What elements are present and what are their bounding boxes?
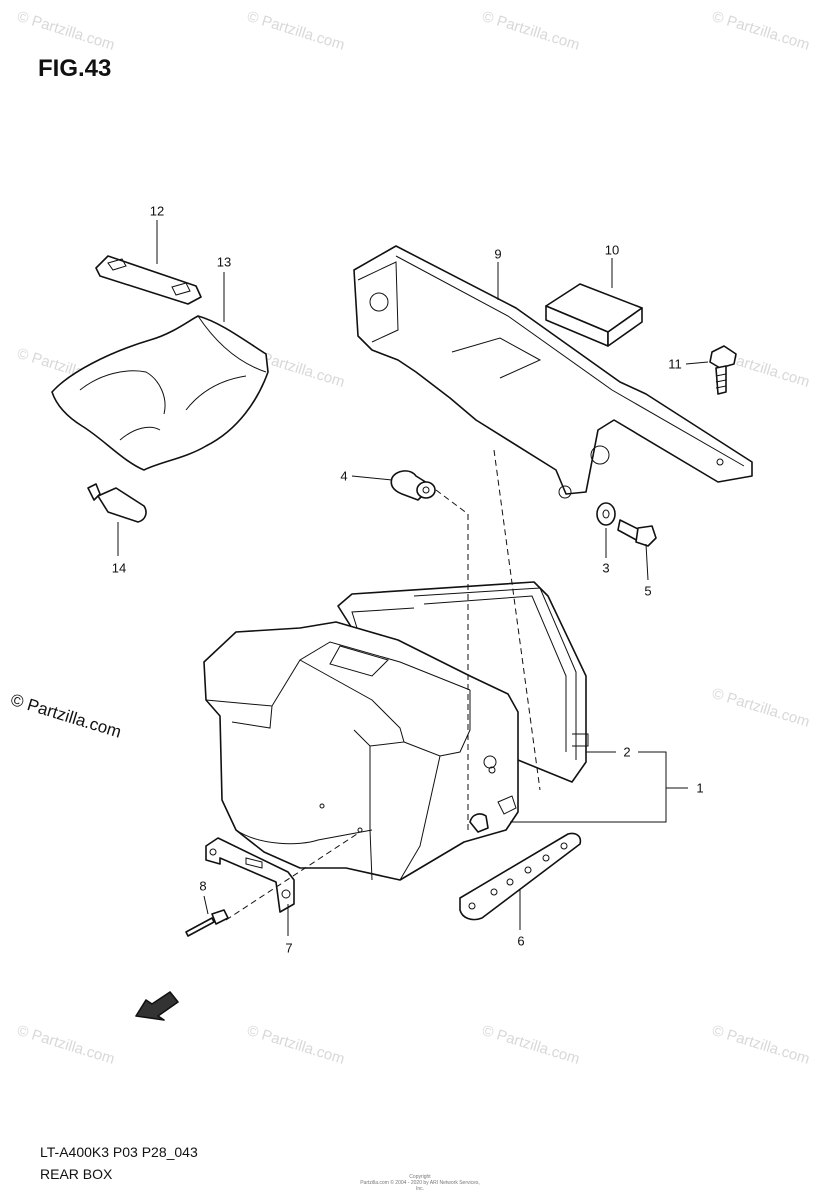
- callout-7: 7: [285, 940, 293, 956]
- callout-5: 5: [644, 583, 652, 599]
- part-13-cover: [51, 315, 269, 471]
- callout-11: 11: [668, 356, 682, 372]
- part-5-bolt: [617, 519, 657, 547]
- part-10-pad: [545, 283, 643, 347]
- diagram-caption: REAR BOX: [40, 1166, 113, 1182]
- callout-2: 2: [623, 744, 631, 760]
- part-8-pin: [185, 909, 229, 937]
- part-11-bolt: [709, 345, 737, 395]
- part-12-strap: [95, 255, 202, 305]
- callout-4: 4: [340, 468, 348, 484]
- callout-8: 8: [199, 878, 207, 894]
- part-4-bushing: [390, 470, 436, 501]
- figure-title: FIG.43: [38, 55, 112, 82]
- callout-9: 9: [494, 246, 502, 262]
- callout-10: 10: [604, 242, 620, 258]
- part-7-bracket: [205, 837, 295, 913]
- part-6-strap: [459, 832, 582, 921]
- part-14-plug: [87, 483, 147, 523]
- callout-1: 1: [696, 780, 704, 796]
- callout-14: 14: [111, 560, 127, 576]
- callout-6: 6: [517, 933, 525, 949]
- callout-3: 3: [602, 560, 610, 576]
- part-9-bracket: [353, 245, 753, 499]
- copyright-line-1: Copyright: [409, 1174, 431, 1180]
- callout-12: 12: [149, 203, 165, 219]
- copyright-notice: Copyright Partzilla.com © 2004 - 2020 by…: [360, 1174, 480, 1192]
- copyright-line-2: Partzilla.com © 2004 - 2020 by ARI Netwo…: [360, 1180, 480, 1192]
- diagram-code: LT-A400K3 P03 P28_043: [40, 1144, 198, 1160]
- fwd-arrow-icon: [135, 991, 179, 1021]
- box-body: [203, 621, 519, 881]
- leader-lines: [117, 220, 709, 936]
- part-3-washer: [596, 502, 616, 526]
- callout-13: 13: [216, 254, 232, 270]
